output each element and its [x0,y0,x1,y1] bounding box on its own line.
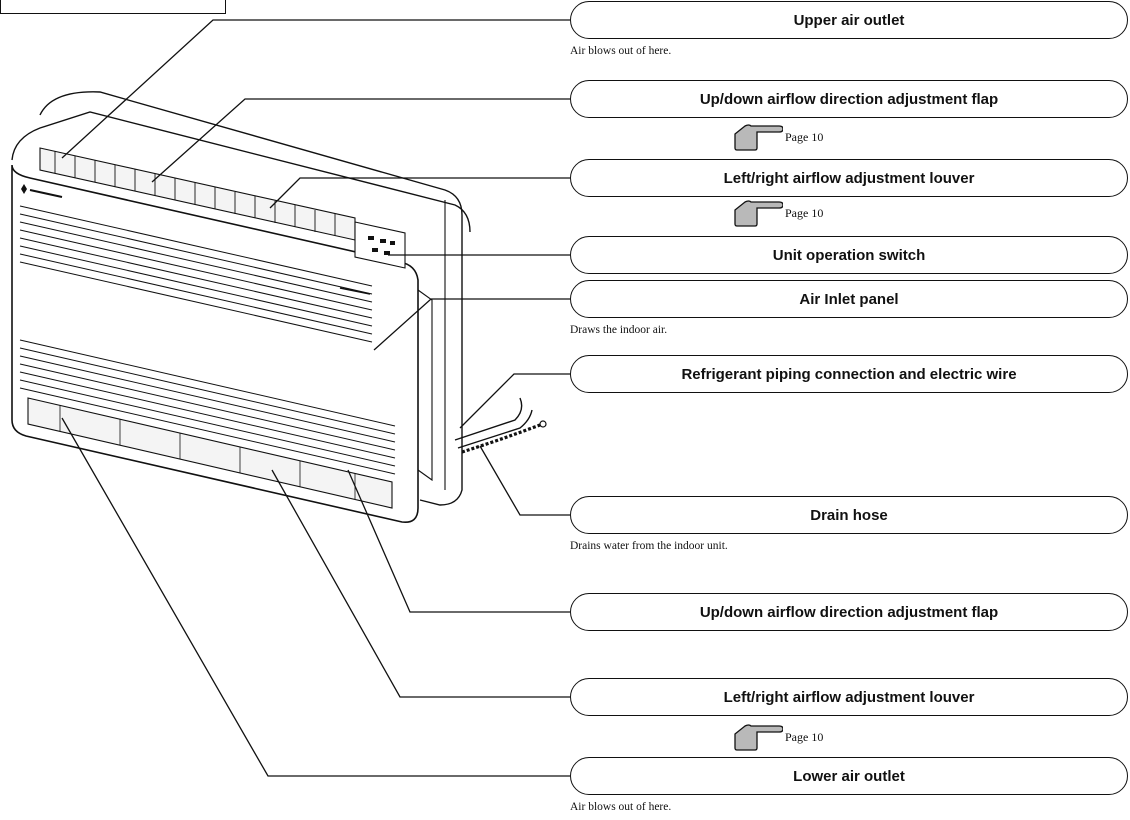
front-grille-lower [19,339,396,475]
piping-and-hose [454,397,547,454]
page-ref-text: Page 10 [785,205,824,220]
desc-drain-hose: Drains water from the indoor unit. [570,540,728,552]
desc-air-inlet-panel: Draws the indoor air. [570,324,668,336]
desc-upper-air-outlet: Air blows out of here. [570,45,672,57]
page-ref-text: Page 10 [785,729,824,744]
label-drain-hose: Drain hose [570,496,1128,534]
model-badge [339,287,371,295]
ref-leftright-louver-bottom: Page 10 [733,722,823,752]
desc-lower-air-outlet: Air blows out of here. [570,801,672,813]
leader-lines [61,19,570,777]
label-unit-operation-switch: Unit operation switch [570,236,1128,274]
side-strip [417,289,433,482]
ref-updown-flap-top: Page 10 [733,122,823,152]
control-buttons [368,236,395,255]
lower-air-outlet-shape [27,397,393,509]
pointing-hand-icon [734,200,783,227]
upper-outlet-vanes [54,151,336,236]
front-grille-upper [19,205,373,343]
pointing-hand-icon [734,124,783,151]
label-upper-air-outlet: Upper air outlet [570,1,1128,39]
front-panel [11,164,419,524]
label-refrigerant-piping: Refrigerant piping connection and electr… [570,355,1128,393]
control-panel [354,221,406,269]
pointing-hand-icon [734,724,783,751]
label-leftright-louver-bottom: Left/right airflow adjustment louver [570,678,1128,716]
page-ref-text: Page 10 [785,129,824,144]
top-panel [11,111,471,233]
label-updown-flap-top: Up/down airflow direction adjustment fla… [570,80,1128,118]
label-leftright-louver-top: Left/right airflow adjustment louver [570,159,1128,197]
label-updown-flap-bottom: Up/down airflow direction adjustment fla… [570,593,1128,631]
label-lower-air-outlet: Lower air outlet [570,757,1128,795]
title-box [0,0,226,14]
ref-leftright-louver-top: Page 10 [733,198,823,228]
label-air-inlet-panel: Air Inlet panel [570,280,1128,318]
back-casing [39,91,463,506]
three-diamond-logo [21,184,63,198]
